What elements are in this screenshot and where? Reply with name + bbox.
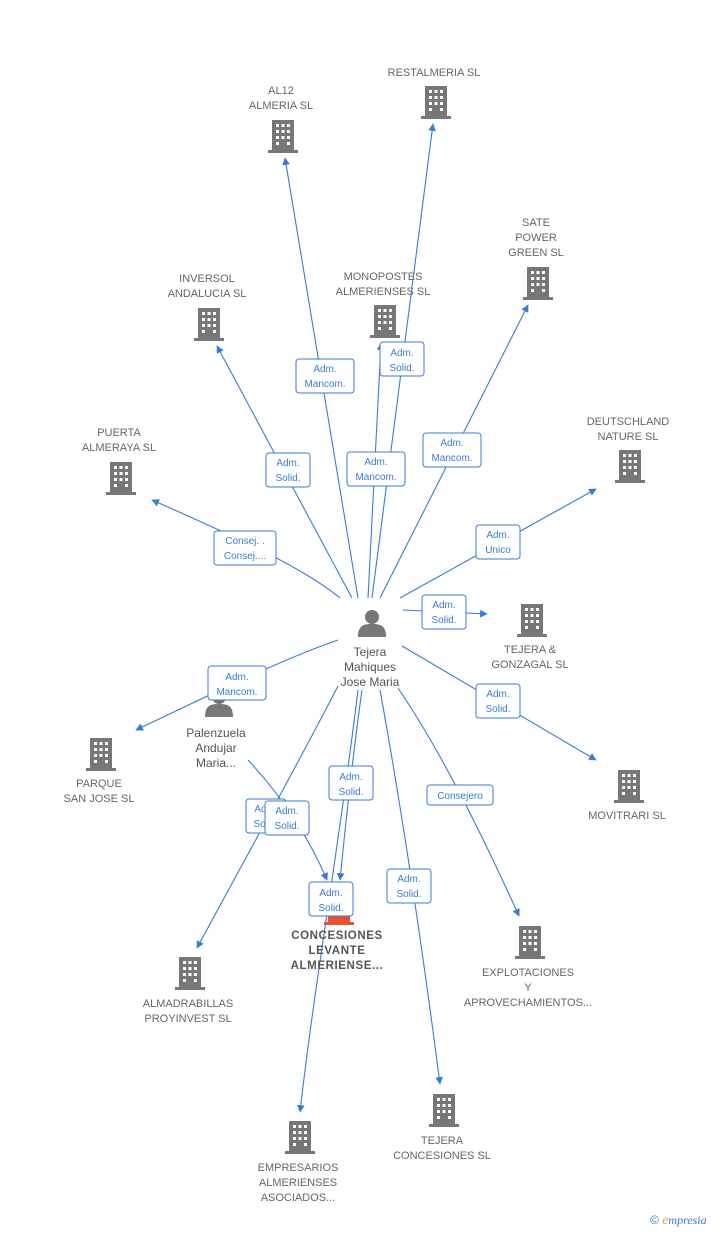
role-box[interactable]: Consejero — [426, 784, 494, 806]
role-box[interactable]: Adm.Solid. — [308, 881, 354, 917]
company-label-movitrari[interactable]: MOVITRARI SL — [588, 810, 666, 822]
role-box[interactable]: Adm.Mancom. — [295, 358, 355, 394]
role-box[interactable]: Adm.Mancom. — [346, 451, 406, 487]
company-label-tejera-gonzagal[interactable]: TEJERA &GONZAGAL SL — [491, 644, 568, 671]
svg-text:Adm.Solid.: Adm.Solid. — [431, 600, 456, 626]
building-icon[interactable] — [285, 1121, 315, 1154]
building-icon[interactable] — [523, 267, 553, 300]
svg-text:Adm.Mancom.: Adm.Mancom. — [216, 672, 257, 698]
building-icon[interactable] — [268, 120, 298, 153]
role-box[interactable]: Adm.Solid. — [421, 594, 467, 630]
building-icon[interactable] — [370, 305, 400, 338]
svg-text:Consej. .Consej....: Consej. .Consej.... — [224, 536, 266, 562]
role-box[interactable]: Adm.Solid. — [379, 341, 425, 377]
svg-text:Adm.Solid.: Adm.Solid. — [274, 806, 299, 832]
svg-text:Adm.Mancom.: Adm.Mancom. — [355, 457, 396, 483]
svg-text:Adm.Mancom.: Adm.Mancom. — [304, 364, 345, 390]
brand-logo-initial: e — [662, 1213, 669, 1228]
brand-logo-text: mpresia — [668, 1213, 707, 1227]
building-icon[interactable] — [429, 1094, 459, 1127]
role-box[interactable]: Adm.Solid. — [264, 800, 310, 836]
building-icon[interactable] — [106, 462, 136, 495]
svg-text:Adm.Mancom.: Adm.Mancom. — [431, 438, 472, 464]
company-label-restalmeria[interactable]: RESTALMERIA SL — [388, 67, 481, 79]
svg-text:Adm.Solid.: Adm.Solid. — [485, 689, 510, 715]
building-icon[interactable] — [615, 450, 645, 483]
svg-text:Adm.Unico: Adm.Unico — [485, 530, 511, 556]
role-box[interactable]: Adm.Unico — [475, 524, 521, 560]
role-box[interactable]: Adm.Mancom. — [422, 432, 482, 468]
building-icon[interactable] — [614, 770, 644, 803]
copyright-footer: © empresia — [650, 1213, 707, 1229]
building-icon[interactable] — [86, 738, 116, 771]
role-labels: Adm.Mancom. Adm.Solid. Adm.Solid. Adm.Ma… — [207, 341, 521, 917]
building-icon[interactable] — [515, 926, 545, 959]
svg-text:Adm.Solid.: Adm.Solid. — [396, 874, 421, 900]
person-icon[interactable] — [358, 610, 386, 637]
building-icon[interactable] — [421, 86, 451, 119]
svg-text:Adm.Solid.: Adm.Solid. — [338, 772, 363, 798]
svg-text:Adm.Solid.: Adm.Solid. — [389, 348, 414, 374]
role-box[interactable]: Adm.Mancom. — [207, 665, 267, 701]
building-icon[interactable] — [175, 957, 205, 990]
building-icon[interactable] — [517, 604, 547, 637]
role-box[interactable]: Adm.Solid. — [386, 868, 432, 904]
copyright-symbol: © — [650, 1213, 659, 1227]
building-icon[interactable] — [194, 308, 224, 341]
svg-text:Adm.Solid.: Adm.Solid. — [275, 458, 300, 484]
role-box[interactable]: Adm.Solid. — [475, 683, 521, 719]
svg-text:Consejero: Consejero — [437, 791, 483, 802]
role-box[interactable]: Adm.Solid. — [328, 765, 374, 801]
role-box[interactable]: Adm.Solid. — [265, 452, 311, 488]
svg-text:Adm.Solid.: Adm.Solid. — [318, 888, 343, 914]
role-box[interactable]: Consej. .Consej.... — [213, 530, 277, 566]
